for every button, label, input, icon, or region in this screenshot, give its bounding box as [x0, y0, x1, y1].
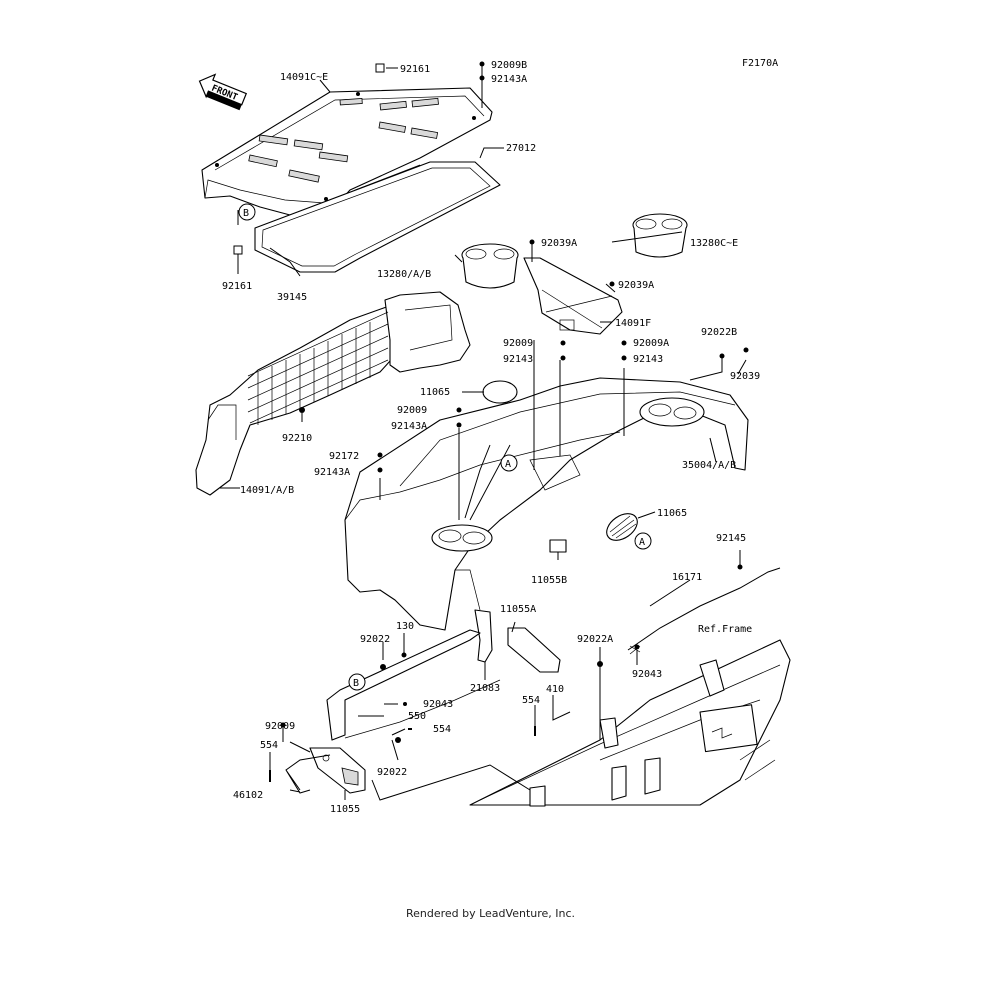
callout-label: 410 — [546, 684, 564, 695]
callout-label: 14091F — [615, 318, 651, 329]
callout-label: 92039A — [541, 238, 577, 249]
callout-label: 92039 — [730, 371, 760, 382]
speaker-cover-left-part — [482, 380, 518, 404]
callout-label: 35004/A/B — [682, 460, 736, 471]
callout-label: 92143 — [633, 354, 663, 365]
front-arrow-icon: FRONT — [198, 73, 248, 111]
callout-label: 92009 — [265, 721, 295, 732]
dash-body-part — [344, 377, 749, 631]
callout-label: 92143A — [314, 467, 350, 478]
callout-label: 92172 — [329, 451, 359, 462]
callout-label: 130 — [396, 621, 414, 632]
callout-label: 11065 — [420, 387, 450, 398]
callout-label: 14091/A/B — [240, 485, 294, 496]
callout-label: 92161 — [400, 64, 430, 75]
seal-strip-part — [254, 161, 501, 273]
callout-label: 14091C~E — [280, 72, 328, 83]
cable-16171-part — [627, 567, 781, 651]
svg-text:B: B — [353, 678, 359, 689]
callout-label: 92145 — [716, 533, 746, 544]
svg-text:A: A — [639, 537, 645, 548]
callout-label: 92143A — [491, 74, 527, 85]
frame-ref-part — [469, 639, 791, 807]
callout-label: 92009A — [633, 338, 669, 349]
marker-b-bottom: B — [348, 673, 366, 691]
bracket-11055-part — [309, 747, 366, 794]
marker-a-top: A — [500, 454, 518, 472]
callout-labels: 14091C~E 92161 92009B 92143A 27012 92161… — [222, 60, 760, 815]
marker-a-bottom: A — [634, 532, 652, 550]
marker-b-top: B — [238, 203, 256, 221]
callout-label: 92022 — [377, 767, 407, 778]
callout-label: 92210 — [282, 433, 312, 444]
callout-label: 11055A — [500, 604, 536, 615]
callout-label: 92143 — [503, 354, 533, 365]
bracket-11055b-part — [549, 539, 567, 553]
callout-label: 554 — [522, 695, 540, 706]
callout-label: 92039A — [618, 280, 654, 291]
callout-label: 92043 — [632, 669, 662, 680]
bracket-21083-part — [474, 609, 493, 663]
callout-label: 554 — [433, 724, 451, 735]
callout-label: 92022B — [701, 327, 737, 338]
roof-cover-part — [201, 87, 493, 216]
callout-label: 92161 — [222, 281, 252, 292]
svg-text:A: A — [505, 459, 511, 470]
callout-label: 39145 — [277, 292, 307, 303]
speaker-cover-right-part — [606, 513, 638, 541]
callout-label: 27012 — [506, 143, 536, 154]
callout-label: 11055 — [330, 804, 360, 815]
front-grille-part — [195, 291, 471, 496]
callout-label: 46102 — [233, 790, 263, 801]
cup-holder-right-part — [632, 213, 688, 258]
handle-46102-part — [285, 754, 331, 794]
bracket-14091f-part — [523, 257, 623, 335]
callout-label: 21083 — [470, 683, 500, 694]
callout-label: 13280C~E — [690, 238, 738, 249]
leader-lines — [220, 64, 747, 801]
bracket-11055a-part — [507, 627, 561, 673]
cup-holder-left-part — [461, 243, 519, 289]
callout-label: 92009 — [503, 338, 533, 349]
callout-label: 11065 — [657, 508, 687, 519]
svg-text:B: B — [243, 208, 249, 219]
callout-label: 92009 — [397, 405, 427, 416]
ref-frame-label: Ref.Frame — [698, 624, 752, 635]
callout-label: 13280/A/B — [377, 269, 431, 280]
callout-label: 554 — [260, 740, 278, 751]
footer-credit: Rendered by LeadVenture, Inc. — [405, 907, 576, 920]
callout-label: 92022 — [360, 634, 390, 645]
fasteners — [233, 61, 749, 782]
callout-label: 16171 — [672, 572, 702, 583]
diagram-id: F2170A — [742, 58, 778, 69]
callout-label: 550 — [408, 711, 426, 722]
callout-label: 92043 — [423, 699, 453, 710]
callout-label: 92143A — [391, 421, 427, 432]
callout-label: 11055B — [531, 575, 567, 586]
callout-label: 92022A — [577, 634, 613, 645]
callout-label: 92009B — [491, 60, 527, 71]
